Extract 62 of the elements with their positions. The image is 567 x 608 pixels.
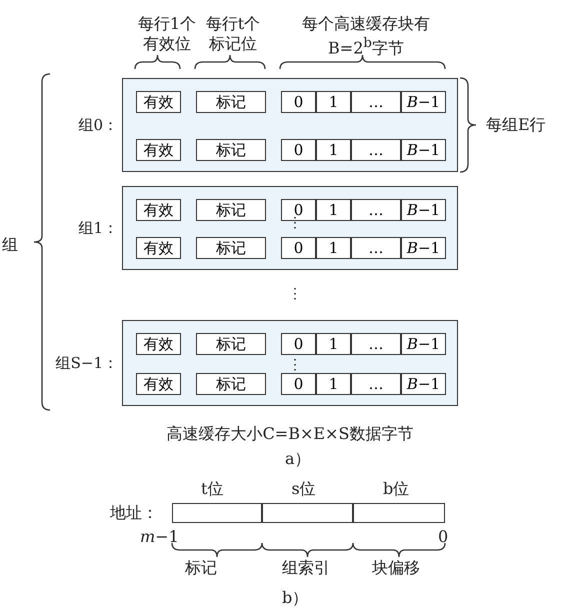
bit-index-label: 0 [438,527,448,547]
byte-cell: 1 [316,91,351,113]
byte-cell: B−1 [401,91,446,113]
field-width-label: b位 [383,479,410,499]
annotation-text: 每行1个有效位 [136,14,198,54]
tag-cell: 标记 [196,373,266,395]
tag-cell: 标记 [196,237,266,259]
vertical-ellipsis: ⋮ [288,285,302,304]
valid-bit-cell: 有效 [136,333,181,355]
address-field-segment [262,503,353,523]
byte-cell: 0 [281,373,316,395]
annotation-text: 组 [2,235,18,255]
set-label: 组0： [77,115,118,135]
byte-cell: … [351,199,401,221]
annotation-text: 组索引 [282,558,330,578]
byte-cell: … [351,333,401,355]
byte-cell: 1 [316,237,351,259]
byte-cell: 1 [316,333,351,355]
annotation-text: 每行t个标记位 [204,14,262,54]
field-width-label: t位 [201,479,224,499]
bit-index-label: m−1 [140,527,179,547]
byte-cell: 0 [281,139,316,161]
annotation-text: 标记 [185,558,217,578]
byte-cell: B−1 [401,139,446,161]
annotation-text: a） [285,449,311,469]
caption: 高速缓存大小C=B×E×S数据字节 [166,424,414,444]
address-label: 地址： [110,503,158,523]
tag-cell: 标记 [196,333,266,355]
cache-set-box [122,320,458,406]
valid-bit-cell: 有效 [136,373,181,395]
annotation-text: 块偏移 [372,558,420,578]
valid-bit-cell: 有效 [136,237,181,259]
set-label: 组1： [77,218,118,238]
byte-cell: … [351,91,401,113]
byte-cell: 0 [281,237,316,259]
byte-cell: B−1 [401,333,446,355]
byte-cell: B−1 [401,199,446,221]
annotation-text: 每组E行 [486,115,546,135]
byte-cell: 1 [316,139,351,161]
field-width-label: s位 [292,479,316,499]
cache-set-box [122,186,458,270]
annotation-text: 每个高速缓存块有B=2$^{b}$字节 [301,14,431,58]
byte-cell: 0 [281,333,316,355]
set-label: 组S−1： [54,353,118,373]
byte-cell: 1 [316,373,351,395]
vertical-ellipsis: ⋮ [288,356,302,375]
byte-cell: B−1 [401,373,446,395]
byte-cell: B−1 [401,237,446,259]
tag-cell: 标记 [196,199,266,221]
byte-cell: 1 [316,199,351,221]
annotation-text: b） [282,588,308,608]
valid-bit-cell: 有效 [136,199,181,221]
byte-cell: … [351,373,401,395]
byte-cell: 0 [281,91,316,113]
tag-cell: 标记 [196,139,266,161]
cache-set-box [122,78,458,172]
byte-cell: 0 [281,199,316,221]
byte-cell: … [351,237,401,259]
byte-cell: … [351,139,401,161]
valid-bit-cell: 有效 [136,139,181,161]
tag-cell: 标记 [196,91,266,113]
valid-bit-cell: 有效 [136,91,181,113]
